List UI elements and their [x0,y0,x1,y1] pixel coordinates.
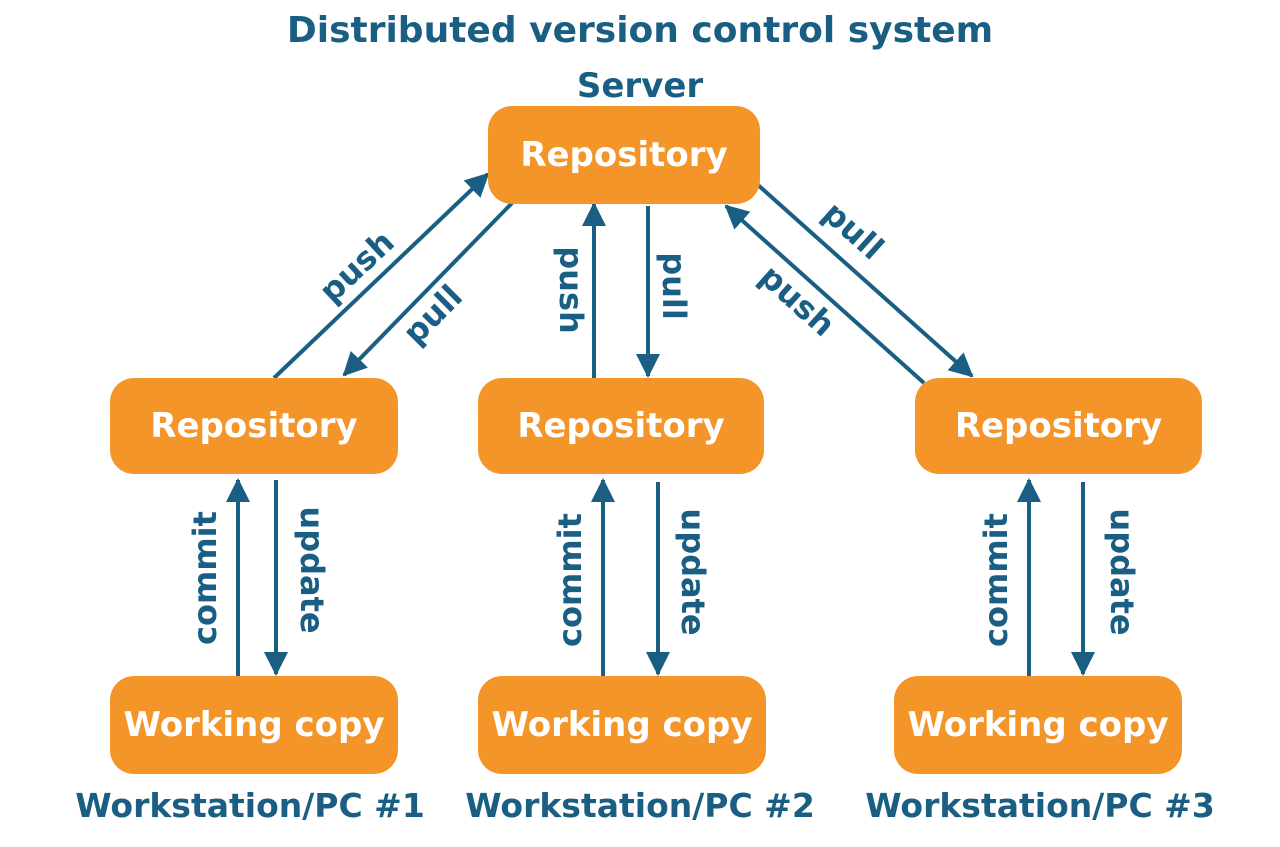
arrow-pull-1 [342,201,514,377]
working-copy-node-3: Working copy [894,676,1182,774]
label-push-2: push [552,246,590,334]
label-pull-1: pull [395,277,470,352]
server-repository-node: Repository [488,106,760,204]
repository-node-3: Repository [915,378,1202,474]
label-pull-2: pull [655,252,693,320]
label-update-3: update [1103,508,1141,635]
working-copy-node-1: Working copy [110,676,398,774]
arrow-push-1 [272,172,490,380]
repository-node-1: Repository [110,378,398,474]
label-commit-2: commit [551,513,589,647]
arrow-push-3 [724,204,926,385]
working-copy-node-2: Working copy [478,676,766,774]
label-pull-3: pull [815,194,891,267]
arrow-pull-3 [756,183,974,378]
workstation-label-1: Workstation/PC #1 [75,786,425,825]
label-commit-1: commit [186,511,224,645]
server-label: Server [576,66,704,106]
workstation-label-3: Workstation/PC #3 [865,786,1215,825]
workstation-label-2: Workstation/PC #2 [465,786,815,825]
label-update-2: update [674,508,712,635]
repository-node-2: Repository [478,378,764,474]
label-update-1: update [293,506,331,633]
label-commit-3: commit [977,513,1015,647]
diagram-title: Distributed version control system [286,10,994,51]
